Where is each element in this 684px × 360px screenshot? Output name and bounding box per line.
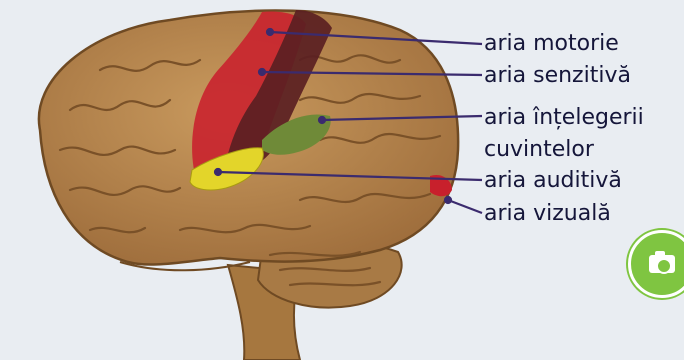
label-understanding-area-line1: aria înțelegerii xyxy=(484,106,644,130)
camera-icon-lens xyxy=(656,258,672,274)
label-auditory-area: aria auditivă xyxy=(484,169,622,193)
label-visual-area: aria vizuală xyxy=(484,202,611,226)
label-understanding-area-line2: cuvintelor xyxy=(484,138,594,162)
label-sensory-area: aria senzitivă xyxy=(484,64,631,88)
label-motor-area: aria motorie xyxy=(484,32,619,56)
